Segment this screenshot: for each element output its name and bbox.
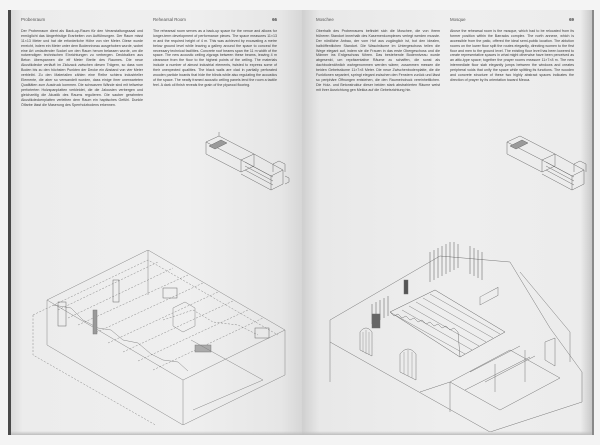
english-column-right: Mosque 69 Above the rehearsal room is th…: [450, 17, 574, 83]
section-heading: Moschee: [316, 17, 334, 22]
section-heading: Probenraum: [21, 17, 46, 22]
body-text: Oberhalb des Probenraums befindet sich d…: [316, 28, 440, 92]
rehearsal-room-section-small-drawing: [201, 132, 301, 202]
english-column-left: Rehearsal Room 66 The rehearsal room ser…: [153, 17, 277, 88]
left-page: Probenraum Der Probenraum dient als Back…: [8, 10, 305, 435]
section-heading: Mosque: [450, 17, 466, 22]
body-text: The rehearsal room serves as a back-up s…: [153, 28, 277, 87]
right-page: Moschee Oberhalb des Probenraums befinde…: [302, 10, 594, 435]
page-number: 66: [272, 17, 277, 22]
german-column-left: Probenraum Der Probenraum dient als Back…: [21, 17, 143, 107]
rehearsal-room-isometric-drawing: [23, 250, 293, 425]
german-column-right: Moschee Oberhalb des Probenraums befinde…: [316, 17, 440, 93]
section-heading: Rehearsal Room: [153, 17, 186, 22]
mosque-section-small-drawing: [502, 132, 592, 202]
body-text: Above the rehearsal room is the mosque, …: [450, 28, 574, 82]
body-text: Der Probenraum dient als Back-up-Raum fü…: [21, 28, 143, 107]
page-number: 69: [569, 17, 574, 22]
page-shadow: [302, 431, 592, 435]
page-shadow: [11, 431, 305, 435]
book-spread: Probenraum Der Probenraum dient als Back…: [8, 10, 594, 440]
mosque-isometric-drawing: [320, 232, 590, 432]
